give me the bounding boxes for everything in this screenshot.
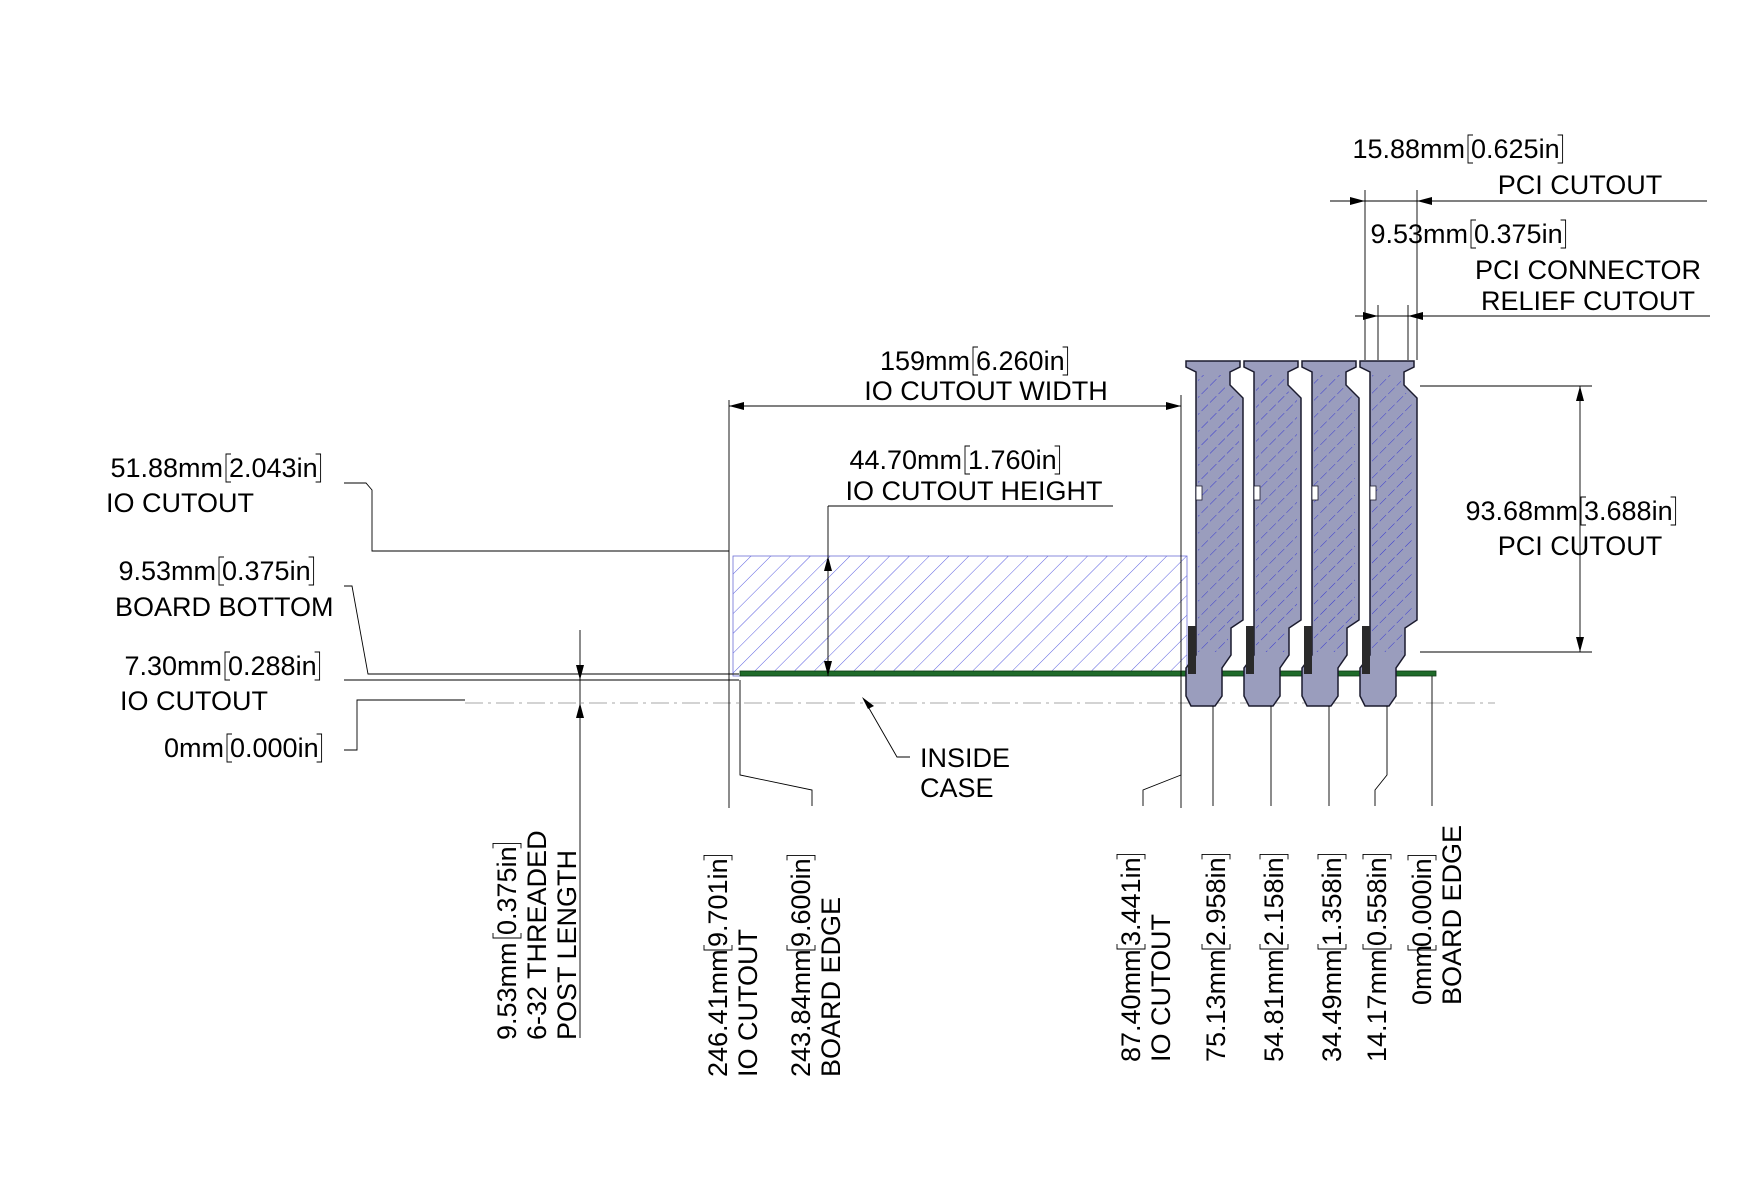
io-cutout-height-alt: 1.760in: [968, 445, 1057, 475]
io-cutout-top-alt: 2.043in: [229, 453, 318, 483]
slot3-dimension: 34.49mm 1.358in: [1317, 853, 1347, 1062]
board-bottom-label: BOARD BOTTOM: [115, 592, 334, 622]
board-right-alt: 0.000in: [1407, 858, 1437, 947]
io-cutout-bottom-alt: 0.288in: [228, 651, 317, 681]
pci-cutout-height-alt: 3.688in: [1584, 496, 1673, 526]
io-right-value: 87.40mm: [1116, 949, 1146, 1062]
pci-bracket: [1301, 360, 1360, 707]
pci-relief-label-1: PCI CONNECTOR: [1475, 255, 1701, 285]
post-length-dimension: 9.53mm 0.375in 6-32 THREADED POST LENGTH: [492, 830, 582, 1040]
board-bottom-value: 9.53mm: [118, 556, 216, 586]
pci-relief-value: 9.53mm: [1370, 219, 1468, 249]
io-cutout-width-value: 159mm: [880, 346, 970, 376]
unit-bracket: [1259, 853, 1289, 950]
pci-relief-label-2: RELIEF CUTOUT: [1481, 286, 1695, 316]
board-left-alt: 9.600in: [786, 858, 816, 947]
pci-cutout-width-alt: 0.625in: [1471, 134, 1560, 164]
io-right-dimension: 87.40mm 3.441in IO CUTOUT: [1116, 853, 1176, 1062]
slot1-dimension: 75.13mm 2.958in: [1201, 853, 1231, 1062]
slot4-dimension: 14.17mm 0.558in: [1362, 853, 1392, 1062]
unit-bracket: [492, 842, 522, 939]
pci-bracket: [1185, 360, 1244, 707]
slot2-value: 54.81mm: [1259, 949, 1289, 1062]
board-left-line-2: BOARD EDGE: [816, 897, 846, 1077]
unit-bracket: [1407, 854, 1437, 951]
io-left-dimension: 246.41mm 9.701in IO CUTOUT: [703, 854, 763, 1077]
inside-case-line-1: INSIDE: [920, 743, 1010, 773]
slot4-alt: 0.558in: [1362, 857, 1392, 946]
unit-bracket: [224, 651, 321, 681]
inside-case-line-2: CASE: [920, 773, 994, 803]
post-length-value: 9.53mm: [492, 942, 522, 1040]
io-right-alt: 3.441in: [1116, 857, 1146, 946]
io-cutout-width-label: IO CUTOUT WIDTH: [864, 376, 1108, 406]
io-left-value: 246.41mm: [703, 949, 733, 1077]
post-length-line-2: 6-32 THREADED: [522, 830, 552, 1040]
io-cutout-bottom-label: IO CUTOUT: [120, 686, 268, 716]
io-cutout-top-label: IO CUTOUT: [106, 488, 254, 518]
slot2-dimension: 54.81mm 2.158in: [1259, 853, 1289, 1062]
io-right-line-2: IO CUTOUT: [1146, 914, 1176, 1062]
unit-bracket: [964, 445, 1061, 475]
unit-bracket: [703, 854, 733, 951]
unit-bracket: [1317, 853, 1347, 950]
io-cutout-width-alt: 6.260in: [976, 346, 1065, 376]
unit-bracket: [1467, 134, 1564, 164]
board-left-dimension: 243.84mm 9.600in BOARD EDGE: [786, 854, 846, 1077]
io-left-alt: 9.701in: [703, 858, 733, 947]
io-cutout-bottom-value: 7.30mm: [124, 651, 222, 681]
slot3-alt: 1.358in: [1317, 857, 1347, 946]
zero-value: 0mm: [164, 733, 224, 763]
unit-bracket: [1116, 853, 1146, 950]
unit-bracket: [226, 733, 323, 763]
motherboard-edge: [739, 670, 1437, 677]
unit-bracket: [1201, 853, 1231, 950]
slot4-value: 14.17mm: [1362, 949, 1392, 1062]
slot3-value: 34.49mm: [1317, 949, 1347, 1062]
pci-cutout-width-label: PCI CUTOUT: [1498, 170, 1663, 200]
io-left-line-2: IO CUTOUT: [733, 929, 763, 1077]
unit-bracket: [1362, 853, 1392, 950]
board-left-value: 243.84mm: [786, 949, 816, 1077]
io-cutout-area: [732, 555, 1188, 677]
zero-alt: 0.000in: [230, 733, 319, 763]
board-bottom-alt: 0.375in: [222, 556, 311, 586]
slot2-alt: 2.158in: [1259, 857, 1289, 946]
io-cutout-height-label: IO CUTOUT HEIGHT: [845, 476, 1102, 506]
pci-cutout-width-value: 15.88mm: [1352, 134, 1465, 164]
pci-relief-alt: 0.375in: [1474, 219, 1563, 249]
pci-bracket: [1243, 360, 1302, 707]
pci-cutout-height-label: PCI CUTOUT: [1498, 531, 1663, 561]
board-right-value: 0mm: [1407, 945, 1437, 1005]
unit-bracket: [225, 453, 322, 483]
unit-bracket: [1470, 219, 1567, 249]
post-length-alt: 0.375in: [492, 846, 522, 935]
slot1-alt: 2.958in: [1201, 857, 1231, 946]
post-length-line-3: POST LENGTH: [552, 850, 582, 1040]
pci-bracket: [1359, 360, 1418, 707]
unit-bracket: [972, 346, 1069, 376]
board-right-dimension: 0mm 0.000in BOARD EDGE: [1407, 825, 1467, 1005]
io-cutout-height-value: 44.70mm: [849, 445, 962, 475]
unit-bracket: [786, 854, 816, 951]
pci-cutout-height-value: 93.68mm: [1465, 496, 1578, 526]
slot1-value: 75.13mm: [1201, 949, 1231, 1062]
unit-bracket: [218, 556, 315, 586]
board-right-line-2: BOARD EDGE: [1437, 825, 1467, 1005]
io-cutout-top-value: 51.88mm: [110, 453, 223, 483]
unit-bracket: [1580, 496, 1677, 526]
